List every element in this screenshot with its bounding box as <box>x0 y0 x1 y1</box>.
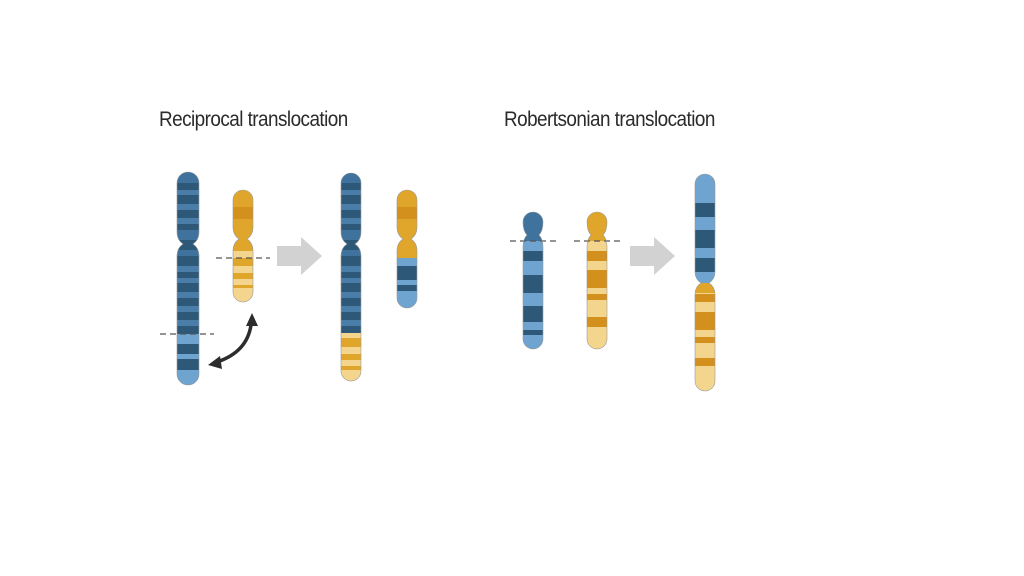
chromosome-gold-translocated <box>397 190 417 308</box>
swap-curved-arrow-icon <box>208 313 258 369</box>
robertsonian-translocation-title: Robertsonian translocation <box>504 108 715 131</box>
chromosome-gold-acrocentric <box>587 212 607 349</box>
chromosome-gold-original <box>233 190 253 302</box>
reciprocal-translocation-title: Reciprocal translocation <box>159 108 348 131</box>
chromosome-blue-original <box>177 172 199 385</box>
chromosome-outlines <box>176 171 716 392</box>
chromosome-blue-acrocentric <box>523 212 543 349</box>
chromosome-fused-robertsonian <box>695 174 715 391</box>
transformation-arrow-icon <box>277 237 322 275</box>
transformation-arrow-icon <box>630 237 675 275</box>
chromosome-blue-translocated <box>341 173 361 381</box>
